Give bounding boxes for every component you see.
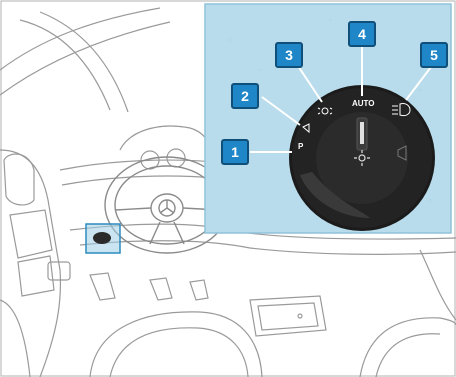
callout-4: 4 <box>349 22 375 46</box>
callout-1-label: 1 <box>231 144 239 160</box>
auto-label: AUTO <box>352 99 375 108</box>
callout-2: 2 <box>232 84 258 108</box>
callout-5: 5 <box>421 43 447 67</box>
callout-4-label: 4 <box>358 26 366 42</box>
callout-1: 1 <box>222 140 248 164</box>
callout-3-label: 3 <box>285 47 293 63</box>
light-switch-inset: P AUTO 1 <box>205 4 451 233</box>
callout-3: 3 <box>276 43 302 67</box>
callout-5-label: 5 <box>430 47 438 63</box>
callout-2-label: 2 <box>241 88 249 104</box>
svg-text:P: P <box>298 142 304 151</box>
switch-location-highlight <box>86 224 120 253</box>
